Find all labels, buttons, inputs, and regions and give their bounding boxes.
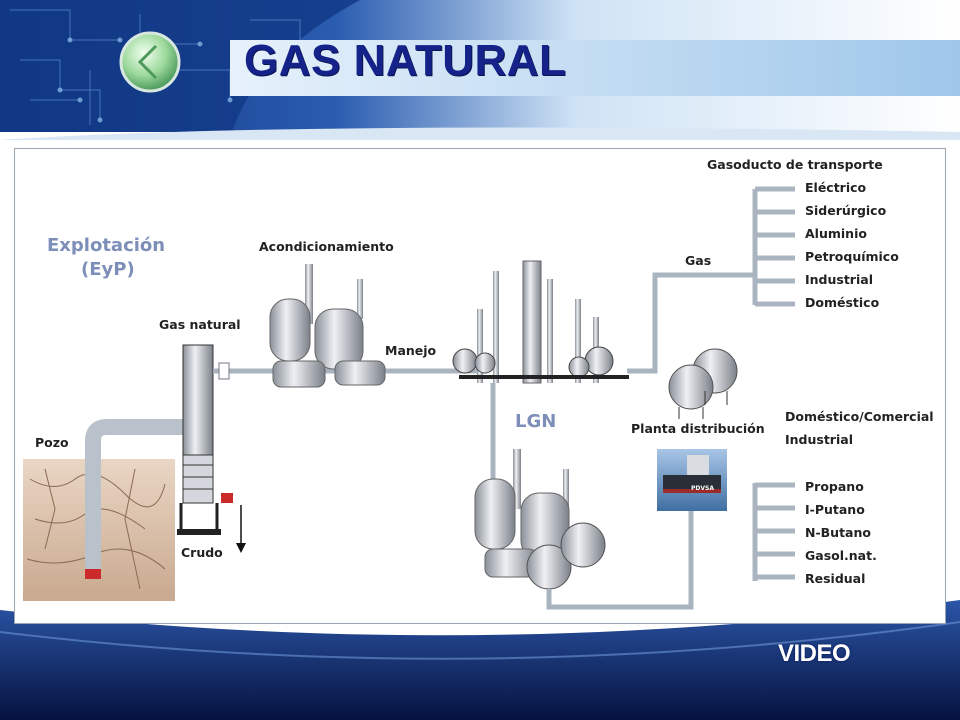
gas-use-domestico: Doméstico <box>805 295 880 310</box>
lgn-product-residual: Residual <box>805 571 866 586</box>
well-pipe <box>85 347 203 577</box>
lgn-label: LGN <box>515 411 557 432</box>
process-diagram: Explotación (EyP) Acondicionamiento Gas … <box>14 148 946 624</box>
gas-use-aluminio: Aluminio <box>805 226 867 241</box>
explotacion-label: Explotación <box>47 235 166 256</box>
manejo-plant <box>452 260 629 384</box>
acondicionamiento-plant <box>269 264 386 388</box>
slide-title: GAS NATURAL <box>244 36 567 85</box>
gas-main-line <box>627 272 755 374</box>
gas-uses-bracket <box>752 186 795 307</box>
gasoducto-label: Gasoducto de transporte <box>707 157 883 172</box>
back-button[interactable] <box>118 30 182 94</box>
lgn-product-iputano: I-Putano <box>805 502 865 517</box>
pozo-label: Pozo <box>35 435 69 450</box>
gas-use-petroquimico: Petroquímico <box>805 249 899 264</box>
separator-column <box>182 344 214 456</box>
lgn-plant <box>474 449 606 590</box>
crudo-label: Crudo <box>181 545 223 560</box>
industrial-label: Industrial <box>785 432 853 447</box>
chevron-left-icon <box>119 31 181 93</box>
lgn-product-nbutano: N-Butano <box>805 525 871 540</box>
eyp-label: (EyP) <box>81 259 135 280</box>
gas-use-electrico: Eléctrico <box>805 180 867 195</box>
planta-distribucion-label: Planta distribución <box>631 421 765 436</box>
ship-photo <box>657 449 727 511</box>
lgn-products-bracket <box>752 482 795 581</box>
lgn-product-gasol: Gasol.nat. <box>805 548 877 563</box>
lgn-product-line <box>546 511 694 610</box>
gas-use-industrial: Industrial <box>805 272 873 287</box>
gas-natural-label: Gas natural <box>159 317 241 332</box>
gas-label: Gas <box>685 253 712 268</box>
well-bottom <box>85 569 101 579</box>
lgn-product-propano: Propano <box>805 479 864 494</box>
video-link[interactable]: VIDEO <box>778 640 851 667</box>
crudo-arrow <box>236 543 246 553</box>
manejo-label: Manejo <box>385 343 437 358</box>
acondicionamiento-label: Acondicionamiento <box>259 239 394 254</box>
domestico-comercial-label: Doméstico/Comercial <box>785 409 934 424</box>
planta-distribucion-spheres <box>668 348 738 419</box>
diagram-graphics <box>23 186 795 610</box>
gas-use-siderurgico: Siderúrgico <box>805 203 887 218</box>
ship-brand-label: PDVSA <box>691 485 714 492</box>
